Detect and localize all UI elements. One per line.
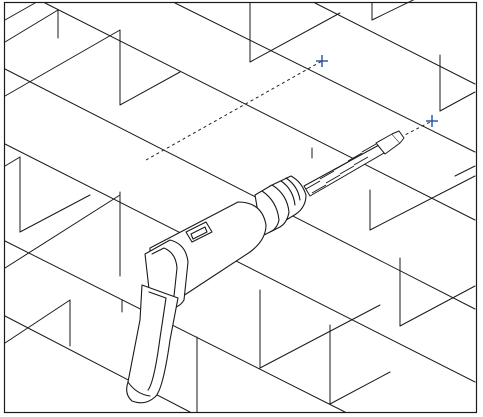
brick-course-line (4, 156, 21, 167)
diagram-border (3, 1, 478, 414)
brick-course-line (371, 0, 415, 21)
drill-bit (303, 130, 405, 197)
brick-course-line (4, 9, 59, 43)
brick-course-line (314, 2, 476, 85)
brick-course-line (399, 285, 476, 327)
drill-handle-base (127, 381, 151, 397)
brick-course-line (454, 165, 476, 177)
brick-course-line (369, 175, 476, 231)
brick-course-line (44, 2, 476, 221)
drill-chuck-rings (280, 177, 301, 206)
brick-wall (4, 0, 476, 413)
brick-course-line (174, 2, 476, 153)
drill-bit-flutes (305, 143, 377, 194)
brick-course-line (119, 71, 181, 106)
upper-guide-line (145, 60, 323, 161)
brick-course-line (4, 29, 121, 97)
crosshair-marker-lower (426, 115, 438, 127)
brick-course-line (4, 194, 121, 269)
target-markers (316, 55, 438, 127)
drill-body (126, 175, 307, 404)
drill-handle (126, 284, 179, 404)
brick-course-line (329, 371, 391, 405)
brick-course-line (249, 12, 341, 63)
brick-course-line (19, 194, 91, 233)
drill-handle-grip (147, 291, 167, 391)
brick-course-line (4, 315, 191, 413)
crosshair-marker-upper (316, 55, 328, 67)
brick-course-line (4, 240, 346, 413)
brick-course-line (4, 143, 476, 383)
drill-bit-point (391, 130, 405, 144)
drill-bit-shank (303, 144, 385, 197)
drill-rear-cap-inner (151, 247, 178, 297)
brick-course-line (4, 68, 476, 310)
brick-course-line (259, 304, 381, 369)
drill-collar-ring (261, 190, 280, 233)
brick-course-line (4, 2, 36, 21)
brick-course-line (4, 299, 71, 344)
brick-course-line (439, 91, 476, 112)
drill-switch (185, 221, 213, 243)
